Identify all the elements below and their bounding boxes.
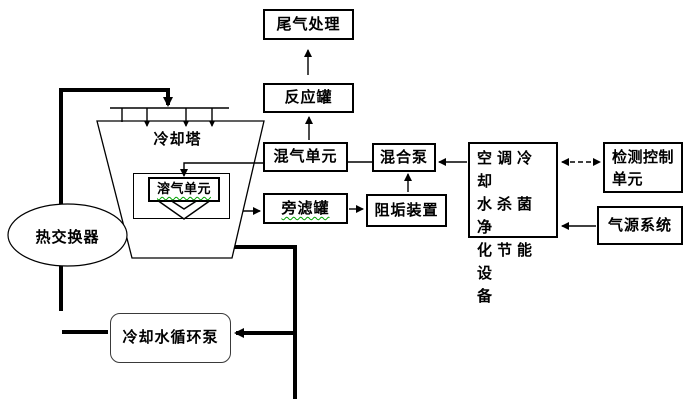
tail-gas-treatment-box: 尾气处理	[263, 9, 354, 40]
main-equipment-line-3: 化节能设	[477, 242, 538, 282]
heat-exchanger-label: 热交换器	[35, 229, 100, 246]
reaction-tank-box: 反应罐	[263, 83, 354, 113]
gas-dissolving-unit-label: 溶气单元	[156, 181, 211, 197]
detection-control-line-2: 单元	[612, 171, 644, 188]
cooling-tower-label: 冷却塔	[153, 131, 202, 148]
gas-source-system-label: 气源系统	[607, 216, 672, 234]
gas-mixing-unit-label: 混气单元	[273, 148, 338, 166]
reaction-tank-label: 反应罐	[284, 89, 333, 107]
main-equipment-line-1: 空调冷却	[477, 150, 538, 190]
gas-mixing-unit-box: 混气单元	[263, 142, 348, 172]
detection-control-unit-box: 检测控制 单元	[603, 142, 683, 193]
heat-exchanger-shape	[7, 203, 128, 267]
side-filter-tank-box: 旁滤罐	[263, 193, 348, 224]
detection-control-line-1: 检测控制	[612, 149, 675, 166]
main-equipment-line-4: 备	[477, 288, 498, 305]
mixing-pump-box: 混合泵	[372, 143, 436, 172]
mixgas-to-dissolve-arrow	[180, 162, 263, 177]
tail-gas-treatment-label: 尾气处理	[276, 15, 341, 33]
circulating-pump-box: 冷却水循环泵	[110, 313, 231, 363]
main-equipment-line-2: 水杀菌净	[477, 196, 538, 236]
main-equipment-box: 空调冷却 水杀菌净 化节能设 备	[468, 142, 558, 305]
return-pipe	[234, 245, 297, 399]
mixing-pump-label: 混合泵	[379, 148, 428, 166]
antiscaling-device-label: 阻垢装置	[374, 201, 439, 219]
gas-dissolving-unit-box: 溶气单元	[148, 177, 220, 202]
side-filter-tank-label: 旁滤罐	[281, 199, 330, 217]
gas-source-system-box: 气源系统	[597, 206, 683, 245]
antiscaling-device-box: 阻垢装置	[366, 194, 447, 227]
circulating-pump-label: 冷却水循环泵	[122, 329, 219, 347]
